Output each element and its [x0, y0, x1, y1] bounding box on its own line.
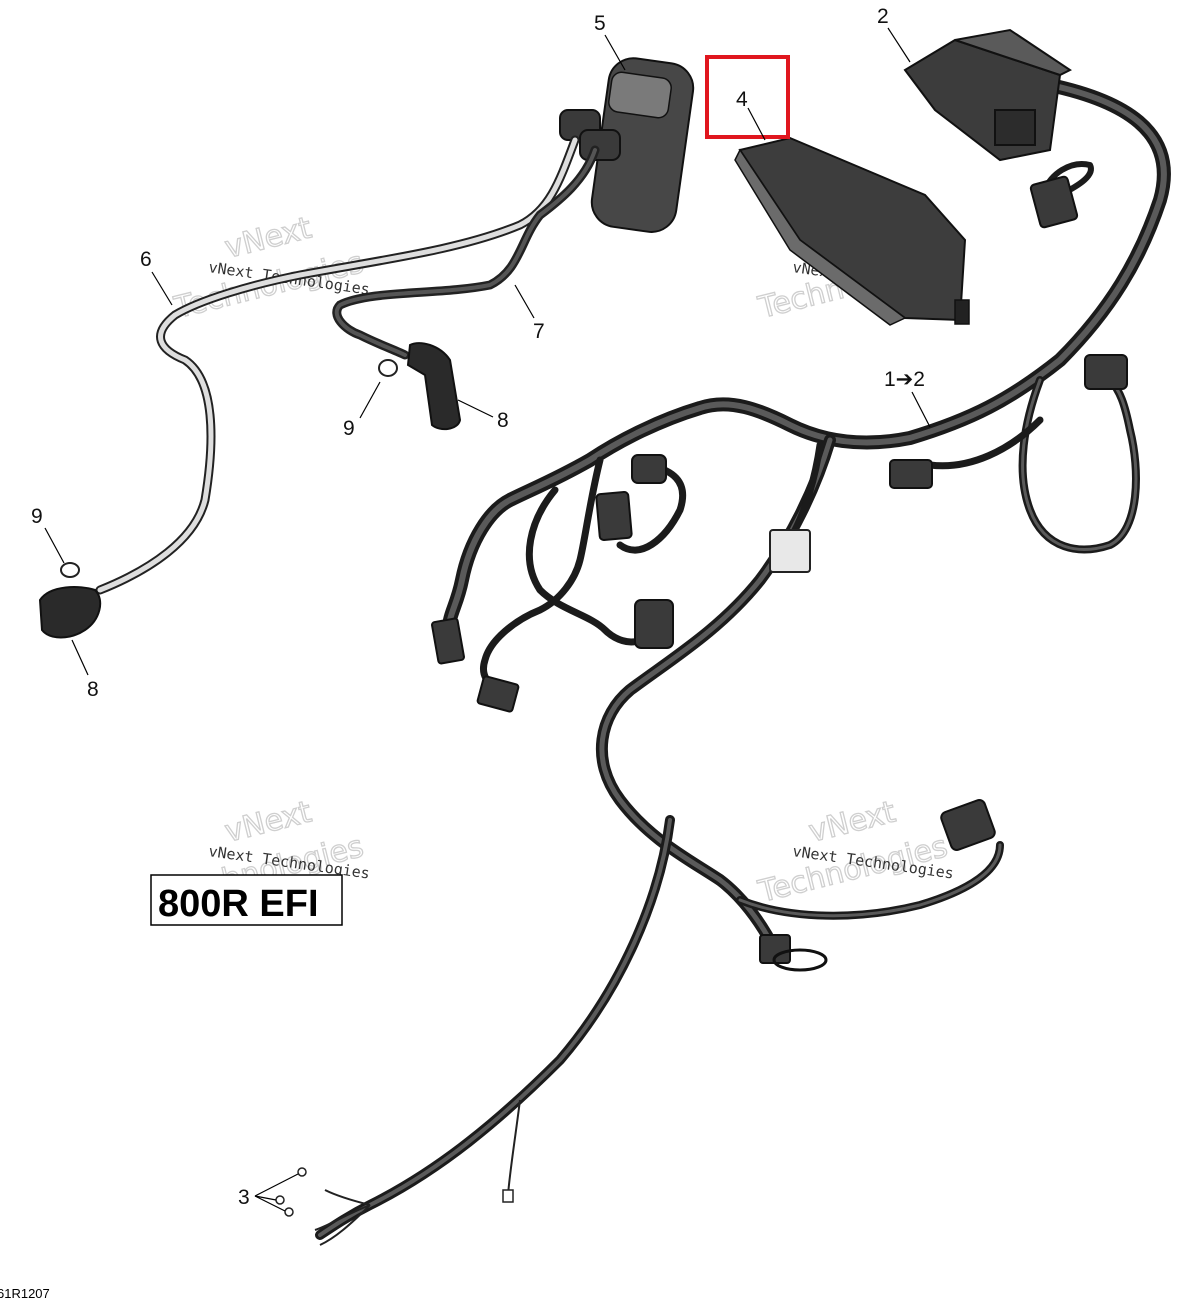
- harness-connectors: [431, 175, 1128, 972]
- callout-4: 4: [736, 88, 748, 111]
- leader-lines: [44, 27, 931, 1212]
- grommet: [772, 948, 828, 972]
- watermark-brand: vNext: [221, 795, 315, 850]
- module-item-4: [734, 136, 970, 326]
- callout-5: 5: [594, 12, 606, 35]
- ignition-cable-7: [332, 145, 600, 360]
- callout-1-to-2: 1➔2: [884, 368, 925, 391]
- ignition-cable-6: [95, 135, 580, 595]
- callout-2: 2: [877, 5, 889, 28]
- engine-control-module: [903, 28, 1072, 162]
- connector: [595, 491, 633, 541]
- connector: [1029, 175, 1079, 229]
- spark-plug-cap-upper: [406, 342, 462, 431]
- callout-7: 7: [533, 320, 545, 343]
- callout-3: 3: [238, 1186, 250, 1209]
- connector: [476, 675, 520, 713]
- watermark-brand: vNext: [805, 795, 899, 850]
- connector: [769, 529, 811, 573]
- clip-lower: [60, 562, 80, 578]
- model-label: 800R EFI: [158, 883, 319, 925]
- callout-6: 6: [140, 248, 152, 271]
- ignition-coil: [559, 57, 695, 233]
- highlight-box: [705, 55, 790, 139]
- ring-terminals: [275, 1099, 521, 1246]
- connector: [1084, 354, 1128, 390]
- connector: [634, 599, 674, 649]
- connector: [431, 617, 465, 665]
- watermark-bottom-right: vNext Technologies vNext Technologies: [754, 794, 955, 911]
- callout-9-upper: 9: [343, 417, 355, 440]
- clip-upper: [378, 359, 398, 377]
- callout-8-upper: 8: [497, 409, 509, 432]
- model-label-box: 800R EFI: [150, 874, 343, 926]
- spark-plug-cap-lower: [38, 586, 102, 639]
- connector: [940, 799, 996, 851]
- callout-9-lower: 9: [31, 505, 43, 528]
- callout-8-lower: 8: [87, 678, 99, 701]
- watermark-brand: vNext: [221, 211, 315, 266]
- connector: [889, 459, 933, 489]
- connector: [631, 454, 667, 484]
- diagram-code: 61R1207: [0, 1286, 50, 1301]
